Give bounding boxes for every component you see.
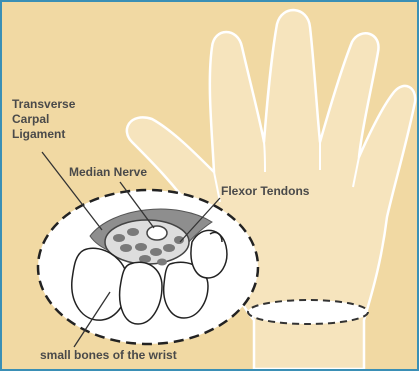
label-median-nerve: Median Nerve	[69, 165, 147, 179]
median-nerve	[147, 226, 167, 240]
wrist-section-outline	[248, 300, 368, 324]
label-transverse-carpal-ligament: Transverse Carpal Ligament	[12, 97, 79, 141]
flexor-tendon	[150, 248, 162, 256]
flexor-tendon	[135, 243, 147, 251]
flexor-tendon	[157, 259, 167, 266]
flexor-tendon	[127, 228, 139, 236]
flexor-tendon	[120, 244, 132, 252]
flexor-tendon	[113, 234, 125, 242]
flexor-tendon	[163, 244, 175, 252]
label-small-bones: small bones of the wrist	[40, 348, 177, 362]
carpal-tunnel-diagram: Transverse Carpal Ligament Median Nerve …	[2, 2, 417, 369]
label-flexor-tendons: Flexor Tendons	[221, 184, 310, 198]
